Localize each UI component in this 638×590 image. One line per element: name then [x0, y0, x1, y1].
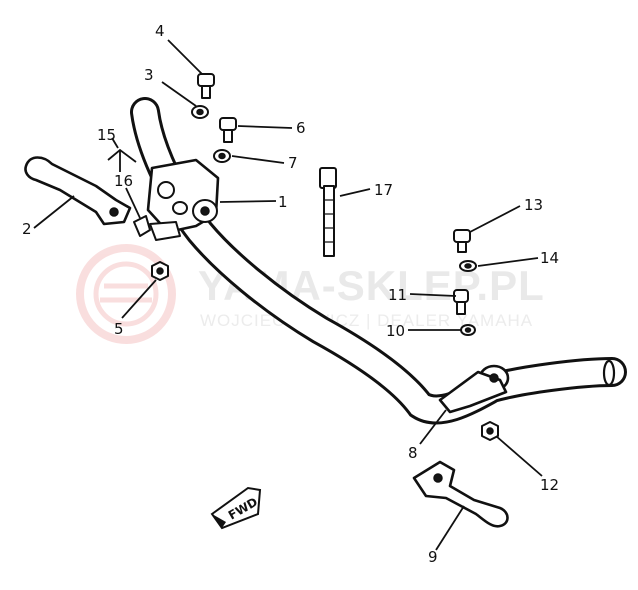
callout-17: 17 [374, 181, 393, 199]
callout-14: 14 [540, 249, 559, 267]
callout-labels: 4 3 6 7 1 17 15 16 2 5 13 14 11 10 8 12 … [22, 22, 559, 566]
callout-2: 2 [22, 220, 32, 238]
callout-15: 15 [97, 126, 116, 144]
callout-1: 1 [278, 193, 288, 211]
clutch-lever [24, 156, 132, 226]
right-fasteners [453, 229, 499, 441]
leader-lines [33, 39, 543, 551]
callout-9: 9 [428, 548, 438, 566]
watermark-logo [76, 244, 176, 344]
clutch-lever-holder [146, 158, 220, 241]
callout-6: 6 [296, 119, 306, 137]
brake-lever [412, 460, 509, 528]
brake-holder [438, 364, 510, 414]
cable-fitting [319, 167, 337, 257]
callout-11: 11 [388, 286, 407, 304]
callout-8: 8 [408, 444, 418, 462]
callout-3: 3 [144, 66, 154, 84]
callout-10: 10 [386, 322, 405, 340]
callout-13: 13 [524, 196, 543, 214]
fwd-marker: FWD [210, 486, 262, 530]
callout-12: 12 [540, 476, 559, 494]
watermark-dealer: WOJCIECHOWICZ | DEALER YAMAHA [200, 311, 533, 330]
left-fasteners [133, 73, 237, 281]
callout-5: 5 [114, 320, 124, 338]
callout-7: 7 [288, 154, 298, 172]
callout-16: 16 [114, 172, 133, 190]
callout-4: 4 [155, 22, 165, 40]
